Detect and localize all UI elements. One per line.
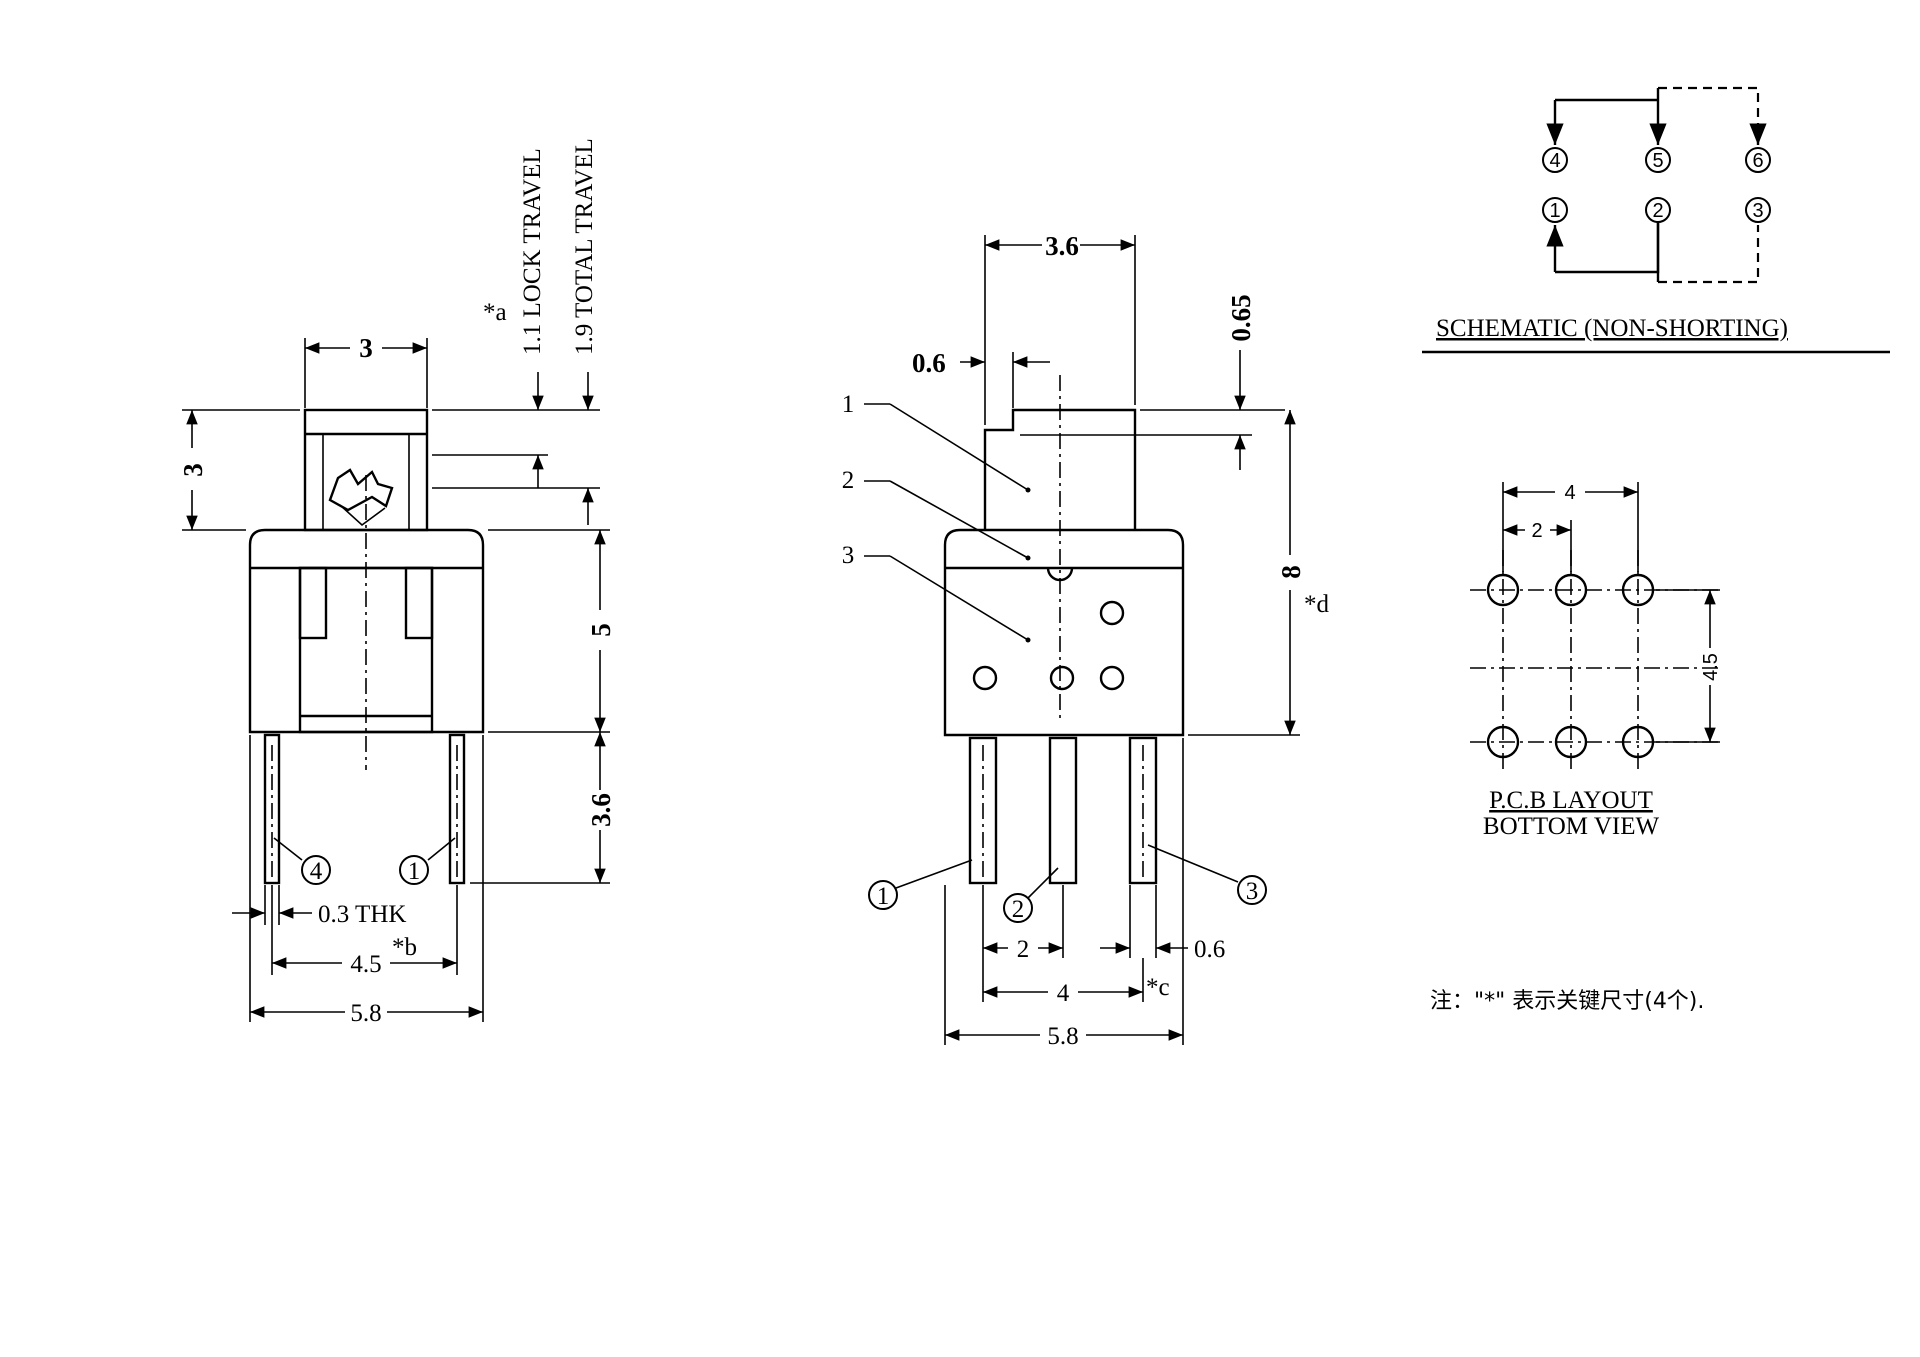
schematic-pin-2 <box>1645 197 1671 223</box>
pcb-hole <box>1554 573 1588 607</box>
front-pin-label-right <box>399 855 429 885</box>
schematic-title: SCHEMATIC (NON-SHORTING) <box>1436 315 1788 342</box>
side-dim-overall-width: 5.8 <box>1047 1023 1078 1050</box>
side-pin-label-1 <box>868 880 898 910</box>
pcb-layout: 4 2 4.5 P.C.B LAYOUT BOTTOM VIEW <box>1470 482 1722 840</box>
side-pin-label-2 <box>1003 893 1033 923</box>
front-dim-pin-span: 4.5 <box>350 951 381 978</box>
pcb-hole <box>1486 725 1520 759</box>
side-dim-pin-width: 0.6 <box>1194 936 1225 963</box>
schematic: 4 5 6 1 2 3 SCHEMATIC (NON-SHORTING) <box>1422 86 1890 354</box>
front-dim-plunger-height: 3 <box>178 463 208 477</box>
svg-text:1: 1 <box>1549 200 1560 222</box>
pcb-hole <box>1621 573 1655 607</box>
note-b: *b <box>392 934 417 961</box>
side-dim-plunger-width: 3.6 <box>1045 231 1079 261</box>
side-dim-travel-offset: 0.65 <box>1226 294 1256 341</box>
svg-text:4: 4 <box>1549 150 1560 172</box>
side-pin-2 <box>1048 736 1078 885</box>
schematic-pin-1 <box>1542 197 1568 223</box>
side-dim-height: 8 <box>1276 565 1306 579</box>
pcb-dim-row: 4.5 <box>1700 653 1722 681</box>
pcb-subtitle: BOTTOM VIEW <box>1483 813 1660 840</box>
front-pin-left <box>263 733 281 885</box>
total-travel-label: 1.9 TOTAL TRAVEL <box>571 138 598 355</box>
lock-travel-label: 1.1 LOCK TRAVEL <box>519 148 546 355</box>
side-view: 3.6 0.6 0.65 8 *d 1 2 3 1 <box>842 231 1330 1050</box>
front-view: 3 3 1.1 LOCK TRAVEL 1.9 TOTAL TRAVEL *a … <box>178 138 616 1027</box>
pcb-hole <box>1621 725 1655 759</box>
schematic-pin-4 <box>1542 147 1568 173</box>
note-d: *d <box>1304 591 1330 618</box>
front-body <box>248 528 485 734</box>
front-dim-body-height: 5 <box>586 623 616 637</box>
note-c: *c <box>1146 974 1170 1001</box>
schematic-pin-5 <box>1645 147 1671 173</box>
schematic-pin-3 <box>1745 197 1771 223</box>
key-dimension-note: 注："*" 表示关键尺寸(4个). <box>1430 989 1704 1014</box>
front-latch-mechanism <box>328 468 394 512</box>
pcb-dim-inner: 2 <box>1531 520 1542 542</box>
svg-text:5: 5 <box>1652 150 1663 172</box>
front-dim-overall-width: 5.8 <box>350 1000 381 1027</box>
pin-thickness-label: 0.3 THK <box>318 901 406 928</box>
part-label-1: 1 <box>842 391 855 418</box>
svg-text:6: 6 <box>1752 150 1763 172</box>
svg-text:2: 2 <box>1012 896 1025 923</box>
pcb-title: P.C.B LAYOUT <box>1489 787 1653 814</box>
side-body <box>943 528 1185 737</box>
side-pin-3 <box>1128 736 1158 885</box>
front-dim-top-width: 3 <box>359 333 373 363</box>
side-pin-1 <box>968 736 998 885</box>
svg-text:3: 3 <box>1246 878 1259 905</box>
svg-text:1: 1 <box>877 883 890 910</box>
part-label-2: 2 <box>842 467 855 494</box>
front-pin-label-left <box>301 855 331 885</box>
svg-text:4: 4 <box>310 858 323 885</box>
pcb-dim-outer: 4 <box>1564 482 1575 504</box>
schematic-pin-6 <box>1745 147 1771 173</box>
side-plunger <box>983 408 1137 530</box>
note-a: *a <box>483 299 507 326</box>
side-dim-pin-pitch: 2 <box>1017 936 1030 963</box>
side-dim-outer-pitch: 4 <box>1057 980 1070 1007</box>
side-pin-label-3 <box>1237 875 1267 905</box>
pcb-hole <box>1554 725 1588 759</box>
front-dim-pin-length: 3.6 <box>586 793 616 827</box>
svg-text:2: 2 <box>1652 200 1663 222</box>
front-pin-right <box>448 733 466 885</box>
side-dim-step: 0.6 <box>912 348 946 378</box>
part-label-3: 3 <box>842 542 855 569</box>
pcb-hole <box>1486 573 1520 607</box>
svg-text:1: 1 <box>408 858 421 885</box>
svg-text:3: 3 <box>1752 200 1763 222</box>
